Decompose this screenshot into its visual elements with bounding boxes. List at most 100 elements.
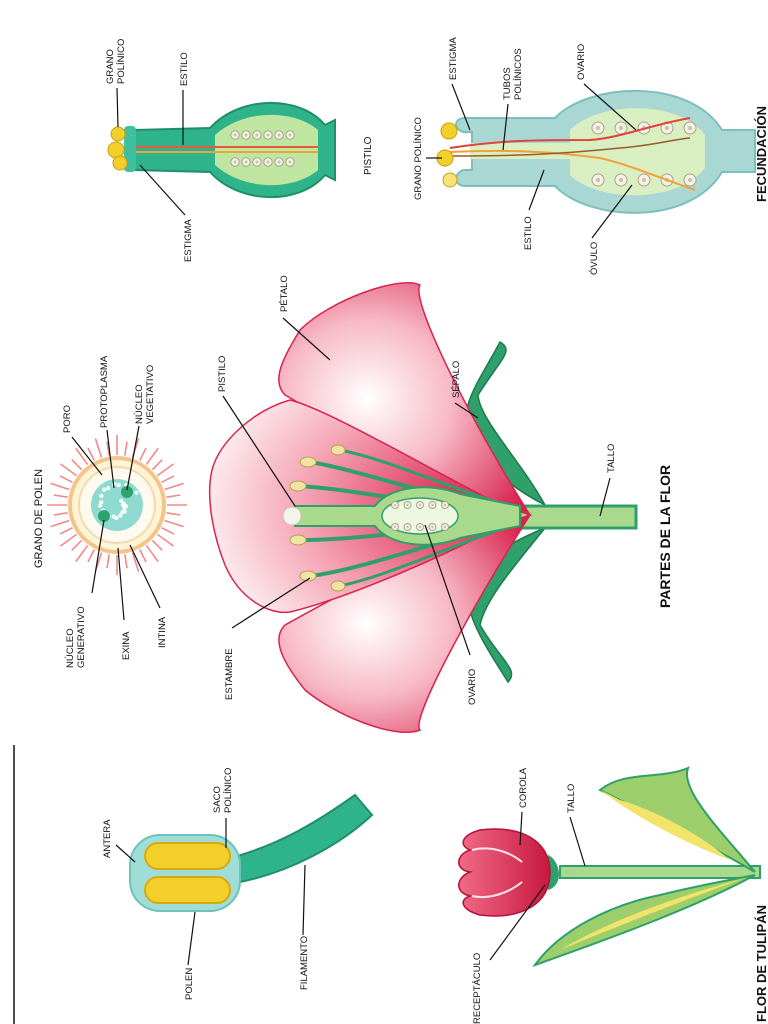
pollen-spike (164, 482, 184, 491)
fertilization-group: ESTIGMA TUBOS POLÍNICOS OVARIO GRANO POL… (413, 37, 768, 275)
label-estigma: ESTIGMA (183, 219, 194, 262)
leader-line (528, 169, 545, 211)
ovule-nucleus (277, 160, 281, 164)
pollen-spike (124, 554, 128, 569)
pollen-spike (87, 549, 96, 563)
flower-stem (518, 504, 638, 530)
ovule-nucleus (244, 160, 248, 164)
label-grano-polinico-2: POLÍNICO (116, 39, 127, 84)
pollen-tube (449, 117, 691, 149)
leader-line (519, 811, 523, 846)
label-estilo: ESTILO (179, 52, 190, 86)
ovule-nucleus (288, 160, 292, 164)
anther (289, 534, 307, 546)
label-saco-2: POLÍNICO (223, 768, 234, 813)
ovule-nucleus (595, 125, 601, 131)
leader-line (117, 547, 125, 621)
ovule-nucleus (443, 525, 447, 529)
leader-line (451, 83, 471, 131)
label-tallo: TALLO (606, 444, 617, 473)
pollen-grain-title: GRANO DE POLEN (33, 469, 45, 568)
pollen-spike (50, 519, 70, 528)
pollen-spike (87, 447, 96, 461)
pollen-spike (94, 438, 103, 458)
ovule-nucleus (418, 525, 422, 529)
ovule-nucleus (255, 160, 259, 164)
tulip-stem (559, 865, 761, 879)
pistil-ovary-inner (215, 114, 318, 186)
label-petalo: PÉTALO (279, 275, 290, 312)
label-corola: COROLA (518, 767, 529, 808)
ovule-nucleus (443, 503, 447, 507)
pollen-spike (50, 482, 70, 491)
pollen-tube (449, 149, 696, 191)
pollen-spike (145, 447, 159, 466)
protoplasm-granule (116, 482, 121, 488)
pollen-spike (59, 533, 78, 547)
pollen-sac (144, 842, 231, 870)
anther (299, 570, 317, 582)
tulip-title: FLOR DE TULIPÁN (754, 905, 768, 1022)
leader-line (222, 395, 296, 507)
tulip-petal-highlight (471, 881, 523, 898)
leader-line (115, 844, 136, 863)
pollen-grain (112, 155, 128, 171)
anther (330, 444, 346, 456)
label-ovario: OVARIO (467, 669, 478, 705)
label-saco-1: SACO (212, 786, 223, 813)
protoplasm-granule (99, 493, 104, 499)
pollen-tube (449, 137, 691, 157)
leader-line (282, 317, 331, 361)
protoplasm-granule (97, 503, 103, 508)
pollen-spike (151, 539, 163, 551)
protoplasm-granule (119, 498, 124, 503)
label-filamento: FILAMENTO (299, 936, 310, 990)
pollen-spike (138, 447, 147, 461)
leader-line (489, 884, 546, 961)
label-exina: EXINA (121, 631, 132, 660)
protoplasm-granule (101, 487, 107, 492)
fertilization-title: FECUNDACIÓN (754, 106, 768, 202)
pistil-ovules (230, 130, 295, 167)
leader-line (302, 864, 306, 936)
label-pistilo: PISTILO (217, 356, 228, 392)
stamen-group: ANTERA SACO POLÍNICO POLEN FILAMENTO (102, 768, 374, 1000)
pollen-spike (131, 552, 140, 572)
ovule-nucleus (431, 525, 434, 529)
pistil-group: GRANO POLÍNICO ESTILO ESTIGMA PISTILO (105, 39, 374, 262)
leader-line (139, 164, 186, 216)
pollen-spike (166, 494, 181, 498)
pollen-spike (59, 526, 73, 535)
ovule-nucleus (244, 133, 248, 137)
pollen-spike (71, 539, 83, 551)
flower-stigma (282, 506, 302, 526)
leader-line (126, 425, 140, 491)
label-ovario: OVARIO (576, 44, 587, 80)
label-protoplasma: PROTOPLASMA (99, 355, 110, 428)
anther (289, 480, 307, 492)
protoplasm-granule (118, 513, 123, 518)
tulip-leaf (600, 790, 730, 860)
ovule-nucleus (664, 125, 670, 131)
ovule-nucleus (618, 177, 624, 183)
protoplasm-granule (99, 500, 104, 505)
pollen-grain (440, 122, 458, 140)
leader-line (502, 103, 509, 151)
pollen-spike (138, 549, 147, 563)
tulip-leaf (532, 874, 756, 967)
ovule-nucleus (288, 133, 292, 137)
protoplasm-granule (123, 504, 129, 509)
anther (330, 580, 346, 592)
ovule-nucleus (233, 160, 237, 164)
leader-line (71, 436, 103, 476)
label-intina: INTINA (157, 616, 168, 648)
pollen-spike (156, 533, 175, 547)
label-estigma: ESTIGMA (448, 37, 459, 80)
label-tubos-1: TUBOS (502, 67, 513, 100)
ovule-nucleus (687, 177, 693, 183)
leader-line (454, 402, 479, 419)
anther (299, 456, 317, 468)
label-grano-polinico: GRANO POLÍNICO (413, 117, 424, 200)
leader-line (91, 519, 105, 594)
